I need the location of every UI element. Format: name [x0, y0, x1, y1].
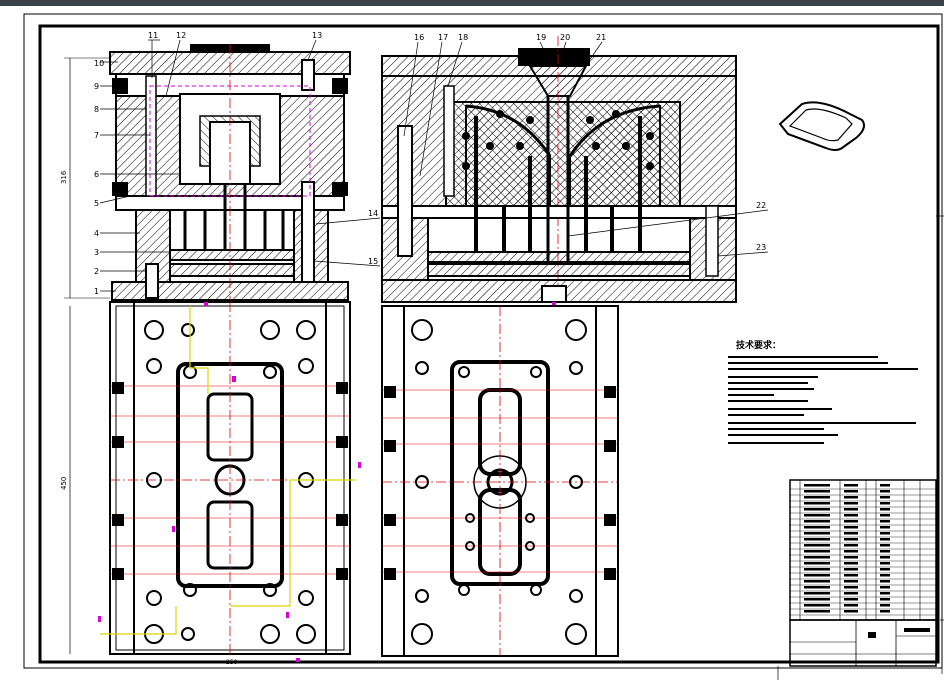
part-labels-right: 16 17 18 19 20 21 22 23	[403, 33, 769, 257]
part-label-16: 16	[414, 33, 424, 42]
part-label-15: 15	[368, 257, 378, 266]
dimension-width-250-bottom: 250	[226, 659, 238, 666]
moving-half-plan-view	[381, 305, 619, 657]
part-label-22: 22	[756, 201, 766, 210]
part-label-8: 8	[94, 105, 99, 114]
dimension-height-450: 450	[60, 477, 68, 490]
part-label-21: 21	[596, 33, 606, 42]
part-label-10: 10	[94, 59, 104, 68]
fixed-half-plan-view: 450 250	[60, 301, 556, 666]
mold-assembly-drawing: 10 9 8 7 6 5 4 3 2 1 11 12 13 14 15 316	[23, 13, 944, 680]
part-labels-left: 10 9 8 7 6 5 4 3 2 1 11 12 13 14 15	[94, 31, 381, 296]
technical-requirements-block: 技术要求：	[728, 339, 918, 444]
part-label-13: 13	[312, 31, 322, 40]
part-label-23: 23	[756, 243, 766, 252]
part-label-12: 12	[176, 31, 186, 40]
part-label-3: 3	[94, 248, 99, 257]
magenta-markers	[98, 302, 556, 662]
part-isometric-view	[778, 101, 865, 151]
title-block-rows	[790, 484, 936, 616]
right-plan-holes	[411, 319, 587, 645]
part-label-4: 4	[94, 229, 99, 238]
part-label-5: 5	[94, 199, 99, 208]
part-label-17: 17	[438, 33, 448, 42]
part-label-2: 2	[94, 267, 99, 276]
window-top-bar	[0, 0, 944, 6]
inner-border	[38, 24, 940, 664]
part-label-18: 18	[458, 33, 468, 42]
technical-requirements-title: 技术要求：	[736, 339, 781, 351]
left-plan-centerlines	[110, 385, 350, 575]
part-label-7: 7	[94, 131, 99, 140]
part-label-14: 14	[368, 209, 378, 218]
title-block	[789, 479, 937, 667]
cooling-holes	[462, 110, 654, 170]
dimension-height-316: 316	[60, 170, 68, 184]
part-label-11: 11	[148, 31, 158, 40]
side-section-view: 16 17 18 19 20 21 22 23	[381, 33, 769, 306]
part-label-19: 19	[536, 33, 546, 42]
left-plan-ears	[112, 382, 348, 580]
part-label-1: 1	[94, 287, 99, 296]
part-label-6: 6	[94, 170, 99, 179]
part-label-20: 20	[560, 33, 570, 42]
front-section-view: 10 9 8 7 6 5 4 3 2 1 11 12 13 14 15 316	[60, 31, 381, 309]
part-label-9: 9	[94, 82, 99, 91]
